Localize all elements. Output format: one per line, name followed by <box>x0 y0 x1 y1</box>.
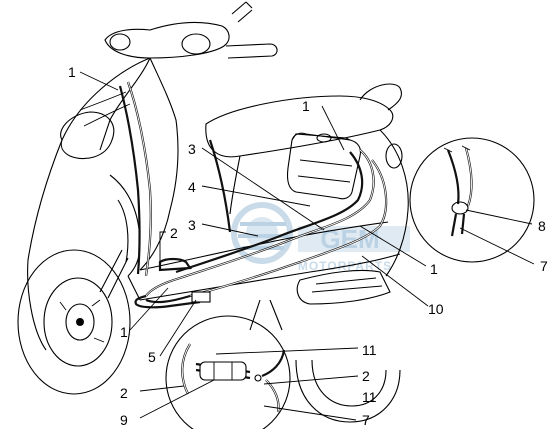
callout-label: 10 <box>428 301 444 317</box>
callout-numbers: 1 1 1 1 2 2 2 3 3 4 5 7 7 8 9 10 11 11 <box>68 64 548 428</box>
detail-circle-bottom <box>165 315 291 429</box>
callout-label: 2 <box>120 385 128 401</box>
callout-label: 1 <box>120 324 128 340</box>
callout-label: 7 <box>540 258 548 274</box>
callout-label: 1 <box>68 64 76 80</box>
callout-label: 2 <box>170 225 178 241</box>
callout-label: 3 <box>188 141 196 157</box>
callout-label: 2 <box>362 368 370 384</box>
callout-label: 3 <box>188 217 196 233</box>
callout-label: 9 <box>120 412 128 428</box>
callout-label: 1 <box>430 261 438 277</box>
watermark-brand: GEM <box>320 224 379 254</box>
oil-tank <box>286 132 362 200</box>
callout-label: 5 <box>148 349 156 365</box>
callout-label: 4 <box>188 179 196 195</box>
callout-label: 11 <box>362 342 377 358</box>
detail-circle-top-right <box>409 137 535 263</box>
callout-label: 11 <box>362 389 377 405</box>
callout-label: 1 <box>302 98 310 114</box>
fuel-oil-hoses <box>79 81 388 309</box>
scooter-outline <box>17 1 409 423</box>
callout-label: 7 <box>362 412 370 428</box>
callout-label: 8 <box>538 218 546 234</box>
callout-leaders <box>79 71 535 421</box>
